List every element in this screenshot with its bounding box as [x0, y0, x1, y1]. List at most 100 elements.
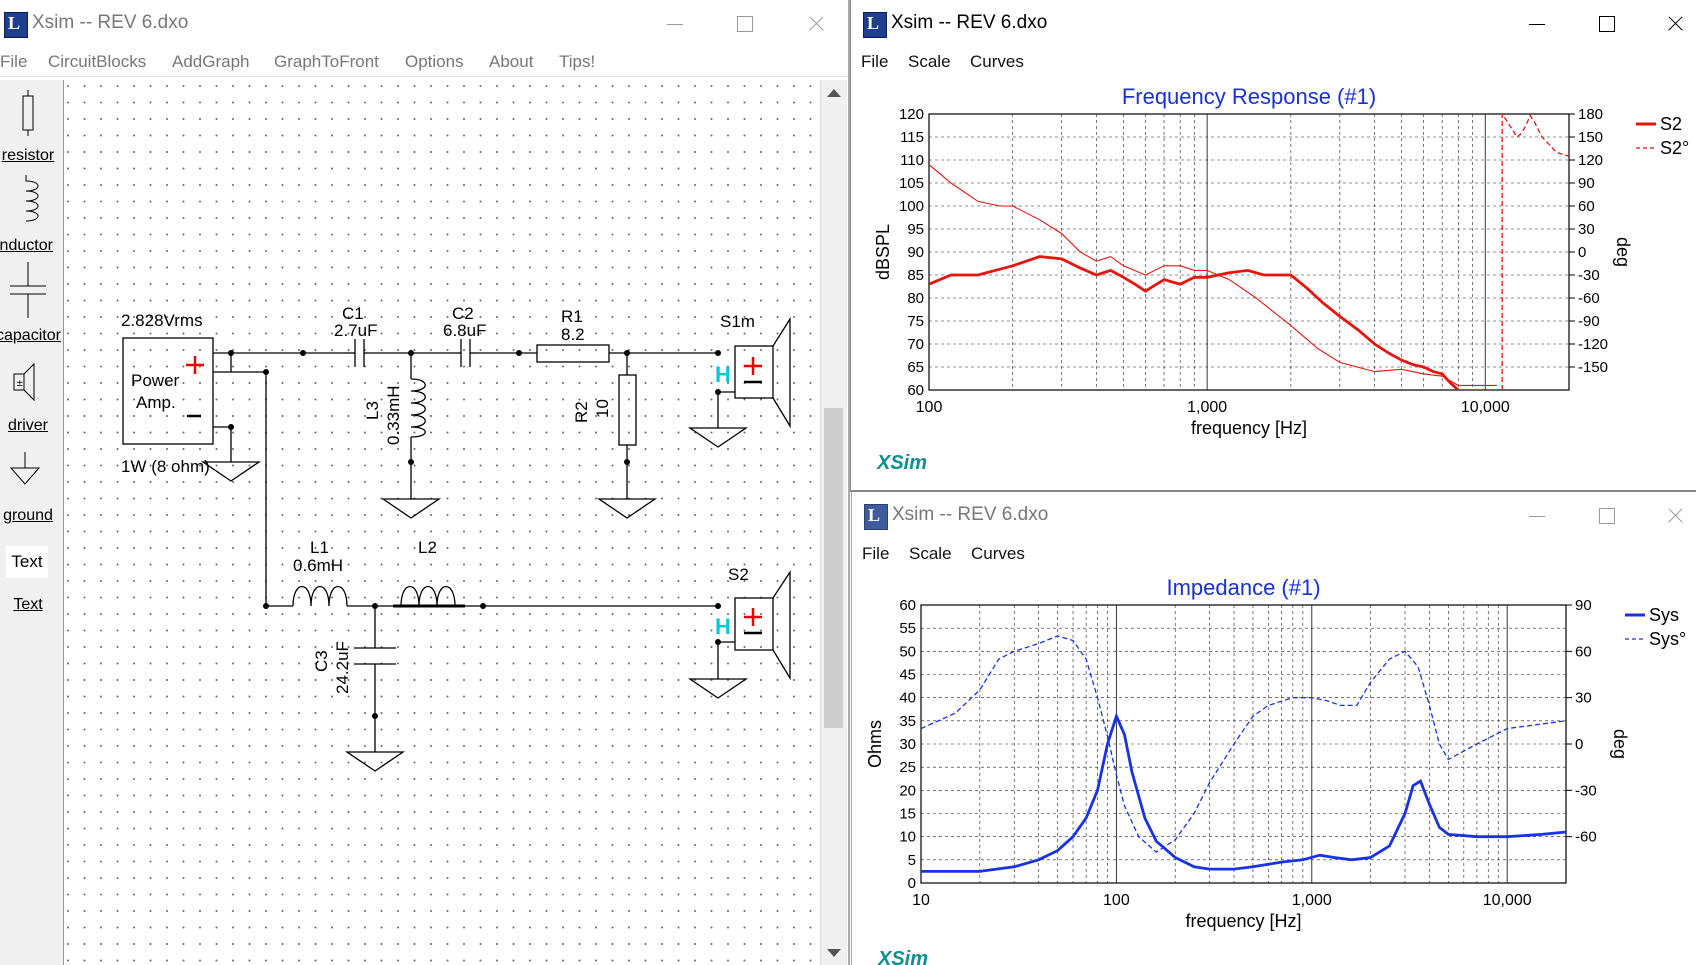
resistor-icon[interactable]: [18, 90, 38, 136]
power-amp[interactable]: [122, 337, 214, 445]
y2-tick-label: 0: [1578, 244, 1586, 261]
y-tick-label: 80: [907, 290, 924, 307]
y-tick-label: 65: [907, 359, 924, 376]
close-button[interactable]: [1655, 8, 1695, 40]
frequency-response-window: L Xsim -- REV 6.dxo File Scale Curves 60…: [850, 0, 1696, 492]
capacitor-icon[interactable]: [8, 262, 48, 318]
driver-s1[interactable]: [734, 345, 774, 399]
y2-tick-label: -60: [1575, 829, 1597, 846]
inductor-l3[interactable]: [410, 378, 426, 438]
legend-label: Sys°: [1649, 629, 1686, 649]
menu-bar: File CircuitBlocks AddGraph GraphToFront…: [0, 48, 848, 77]
menu-bar: File Scale Curves: [852, 540, 1696, 568]
y2-axis-label: deg: [1610, 729, 1630, 759]
l2-name: L2: [418, 538, 437, 557]
l1-value: 0.6mH: [293, 556, 343, 575]
xsim-app-icon[interactable]: L: [4, 12, 28, 38]
menu-curves[interactable]: Curves: [971, 544, 1025, 563]
svg-text:±: ±: [16, 379, 24, 389]
y-tick-label: 95: [907, 221, 924, 238]
frequency-response-chart[interactable]: 6065707580859095100105110115120-150-120-…: [851, 76, 1696, 490]
palette-inductor[interactable]: inductor: [0, 237, 53, 254]
y-tick-label: 60: [907, 382, 924, 399]
palette-resistor[interactable]: resistor: [1, 147, 55, 164]
c1-name: C1: [342, 304, 364, 323]
inductor-l2[interactable]: [400, 586, 456, 607]
y-tick-label: 0: [908, 875, 916, 892]
s2-h-mark: H: [715, 614, 731, 639]
menu-addgraph[interactable]: AddGraph: [172, 52, 250, 71]
menu-file[interactable]: File: [861, 52, 889, 71]
palette-driver[interactable]: driver: [7, 417, 48, 434]
driver-icon[interactable]: ±: [10, 362, 40, 402]
amp-label-power: Power: [131, 371, 180, 390]
menu-about[interactable]: About: [489, 52, 534, 71]
menu-scale[interactable]: Scale: [908, 52, 951, 71]
schematic-canvas[interactable]: 2.828Vrms Power Amp. 1W (8 ohm) C1 2.7uF…: [64, 80, 820, 965]
x-tick-label: 10,000: [1483, 892, 1532, 909]
y-tick-label: 5: [908, 852, 916, 869]
maximize-button[interactable]: [724, 8, 764, 40]
inductor-l1[interactable]: [292, 586, 348, 607]
c3-name: C3: [312, 650, 331, 672]
minimize-button[interactable]: [655, 8, 695, 40]
title-bar[interactable]: L Xsim -- REV 6.dxo: [852, 492, 1696, 540]
menu-curves[interactable]: Curves: [970, 52, 1024, 71]
legend-label: S2°: [1660, 138, 1689, 158]
resistor-r1[interactable]: [536, 344, 610, 363]
series-line-2: [1501, 114, 1569, 390]
title-bar[interactable]: L Xsim -- REV 6.dxo: [0, 0, 848, 48]
ground-icon[interactable]: [10, 452, 40, 488]
palette-text[interactable]: Text: [13, 596, 43, 613]
y2-tick-label: -120: [1578, 336, 1608, 353]
driver-s2[interactable]: [734, 597, 774, 651]
y2-tick-label: -90: [1578, 313, 1600, 330]
title-bar[interactable]: L Xsim -- REV 6.dxo: [851, 0, 1696, 48]
minimize-button[interactable]: [1517, 500, 1557, 532]
y2-tick-label: 150: [1578, 129, 1603, 146]
legend-label: S2: [1660, 114, 1682, 134]
impedance-window: L Xsim -- REV 6.dxo File Scale Curves 0 5…: [851, 492, 1696, 965]
l1-name: L1: [310, 538, 329, 557]
x-tick-label: 1,000: [1292, 892, 1332, 909]
xsim-app-icon[interactable]: L: [863, 12, 887, 38]
close-button[interactable]: [1655, 500, 1695, 532]
menu-file[interactable]: File: [862, 544, 890, 563]
maximize-button[interactable]: [1586, 8, 1626, 40]
x-tick-label: 100: [1103, 892, 1130, 909]
y-tick-label: 35: [899, 713, 916, 730]
maximize-button[interactable]: [1586, 500, 1626, 532]
minimize-button[interactable]: [1517, 8, 1557, 40]
l3-name: L3: [363, 401, 382, 420]
menu-options[interactable]: Options: [405, 52, 464, 71]
y-tick-label: 55: [899, 620, 916, 637]
window-title: Xsim -- REV 6.dxo: [892, 504, 1049, 525]
scroll-up-arrow[interactable]: [827, 89, 841, 97]
c2-name: C2: [452, 304, 474, 323]
menu-graphtofront[interactable]: GraphToFront: [274, 52, 379, 71]
y2-tick-label: 30: [1575, 690, 1592, 707]
c3-value: 24.2uF: [333, 641, 352, 694]
menu-circuitblocks[interactable]: CircuitBlocks: [48, 52, 147, 71]
y2-tick-label: 90: [1578, 175, 1595, 192]
y-axis-label: dBSPL: [873, 224, 893, 280]
y2-tick-label: 90: [1575, 597, 1592, 614]
inductor-icon[interactable]: [16, 175, 46, 225]
scroll-down-arrow[interactable]: [827, 949, 841, 957]
close-button[interactable]: [796, 8, 836, 40]
menu-scale[interactable]: Scale: [909, 544, 952, 563]
palette-capacitor[interactable]: capacitor: [0, 327, 61, 344]
menu-file[interactable]: File: [0, 52, 28, 71]
y-tick-label: 75: [907, 313, 924, 330]
s1-h-mark: H: [715, 362, 731, 387]
palette-ground[interactable]: ground: [3, 507, 53, 524]
xsim-app-icon[interactable]: L: [864, 504, 888, 530]
scroll-thumb[interactable]: [824, 408, 843, 728]
y-tick-label: 25: [899, 759, 916, 776]
xsim-brand-logo: XSim: [876, 452, 927, 474]
vertical-scrollbar[interactable]: [820, 80, 847, 965]
text-tool-preview[interactable]: Text: [6, 546, 48, 578]
series-line-3: [929, 164, 1497, 386]
menu-tips[interactable]: Tips!: [559, 52, 596, 71]
